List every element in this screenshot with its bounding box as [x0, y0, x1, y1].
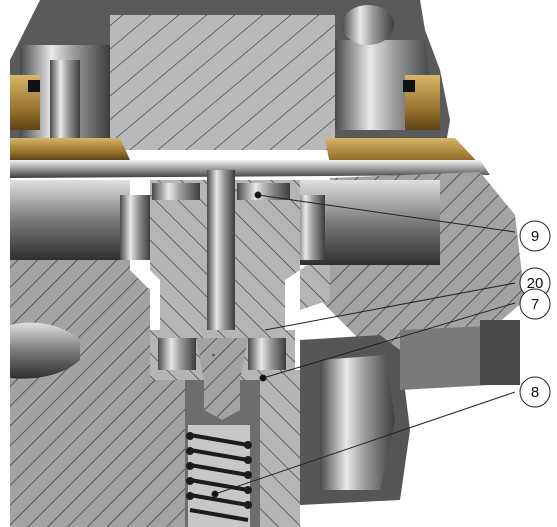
- top-housing: [10, 0, 450, 150]
- callout-8: 8: [519, 376, 551, 408]
- spring: [186, 425, 252, 527]
- right-lower-part: [300, 320, 520, 527]
- bore-right: [295, 180, 440, 265]
- leader-lines: [211, 191, 516, 498]
- port-left: [10, 322, 80, 379]
- callout-label: 7: [531, 296, 539, 313]
- valve-poppet: [204, 380, 240, 420]
- gasket-plate: [10, 160, 490, 178]
- callout-7: 7: [519, 288, 551, 320]
- bolt-head: [342, 5, 394, 45]
- callout-label: 9: [531, 228, 539, 245]
- valve-stem: [207, 170, 235, 330]
- callout-label: 8: [531, 384, 539, 401]
- callout-9: 9: [519, 220, 551, 252]
- callout-label: 20: [527, 275, 544, 292]
- body-left: [10, 180, 185, 527]
- bore-left: [10, 180, 150, 260]
